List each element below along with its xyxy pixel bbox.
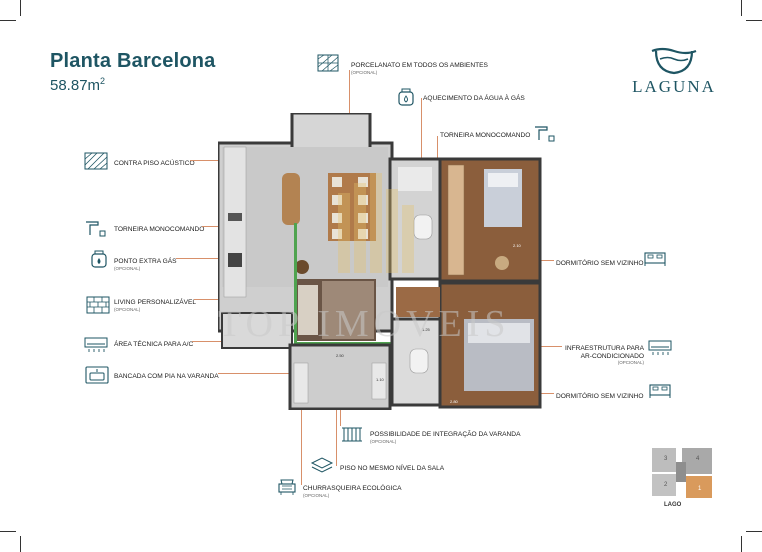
ac-unit-icon <box>84 337 108 352</box>
unit-number: 3 <box>664 456 668 462</box>
water-heater-icon <box>398 88 414 106</box>
bed-icon <box>649 384 671 398</box>
room-dimension: 2.10 <box>513 243 522 248</box>
crop-mark <box>0 20 16 21</box>
leader-line <box>218 373 302 374</box>
feature-floor-level: PISO NO MESMO NÍVEL DA SALA <box>340 465 445 472</box>
leader-line <box>349 70 350 140</box>
feature-bedroom-no-neighbor-1: DORMITÓRIO SEM VIZINHO <box>556 260 644 267</box>
feature-ac-technical-area: ÁREA TÉCNICA PARA A/C <box>114 341 194 348</box>
leader-line <box>421 98 422 158</box>
porcelain-tile-icon <box>317 54 339 72</box>
acoustic-floor-icon <box>84 152 108 170</box>
unit-number: 1 <box>698 486 702 492</box>
room-dimension: 1.10 <box>376 377 385 382</box>
feature-eco-grill: CHURRASQUEIRA ECOLÓGICA(OPCIONAL) <box>303 485 402 498</box>
unit-number: 2 <box>664 482 668 488</box>
sink-counter-icon <box>85 366 109 384</box>
brick-wall-icon <box>86 296 110 314</box>
feature-faucet-bath: TORNEIRA MONOCOMANDO <box>440 132 531 139</box>
leader-line <box>336 396 337 466</box>
feature-balcony-integration: POSSIBILIDADE DE INTEGRAÇÃO DA VARANDA(O… <box>370 431 521 444</box>
crop-mark <box>0 531 16 532</box>
lake-label: LAGO <box>664 502 682 508</box>
room-dimension: 1.25 <box>422 327 431 332</box>
watermark: TOP IMOVEIS <box>218 303 511 345</box>
leader-line <box>301 400 302 485</box>
feature-porcelain: PORCELANATO EM TODOS OS AMBIENTES(OPCION… <box>351 62 488 75</box>
feature-balcony-sink: BANCADA COM PIA NA VARANDA <box>114 373 219 380</box>
balcony-railing-icon <box>342 427 362 442</box>
crop-mark <box>746 20 762 21</box>
crop-mark <box>741 536 742 552</box>
faucet-icon <box>535 126 555 142</box>
faucet-icon <box>86 221 106 237</box>
unit-area: 58.87m2 <box>50 76 106 94</box>
bed-icon <box>644 252 666 266</box>
ac-unit-icon <box>648 340 672 355</box>
logo-wordmark: LAGUNA <box>632 77 716 96</box>
leader-line <box>192 341 222 342</box>
wave-icon <box>651 47 697 75</box>
floor-plan: 2.10 2.50 2.80 1.25 1.10 <box>218 113 542 410</box>
key-plan: 3 4 2 1 <box>652 448 712 498</box>
page-title: Planta Barcelona <box>50 50 216 72</box>
feature-custom-living: LIVING PERSONALIZÁVEL(OPCIONAL) <box>114 299 197 312</box>
crop-mark <box>20 0 21 16</box>
floor-level-icon <box>310 457 334 473</box>
leader-line <box>176 258 234 259</box>
room-dimension: 2.50 <box>336 353 345 358</box>
room-dimension: 2.80 <box>450 399 459 404</box>
feature-acoustic-floor: CONTRA PISO ACÚSTICO <box>114 160 195 167</box>
unit-number: 4 <box>696 456 700 462</box>
crop-mark <box>20 536 21 552</box>
feature-extra-gas: PONTO EXTRA GÁS(OPCIONAL) <box>114 258 177 271</box>
crop-mark <box>746 531 762 532</box>
feature-faucet-kitchen: TORNEIRA MONOCOMANDO <box>114 226 205 233</box>
laguna-logo: LAGUNA <box>628 45 720 105</box>
feature-bedroom-no-neighbor-2: DORMITÓRIO SEM VIZINHO <box>556 393 644 400</box>
feature-gas-water-heating: AQUECIMENTO DA ÁGUA À GÁS <box>423 95 525 102</box>
grill-icon <box>278 479 296 495</box>
crop-mark <box>741 0 742 16</box>
gas-cylinder-icon <box>91 250 107 268</box>
